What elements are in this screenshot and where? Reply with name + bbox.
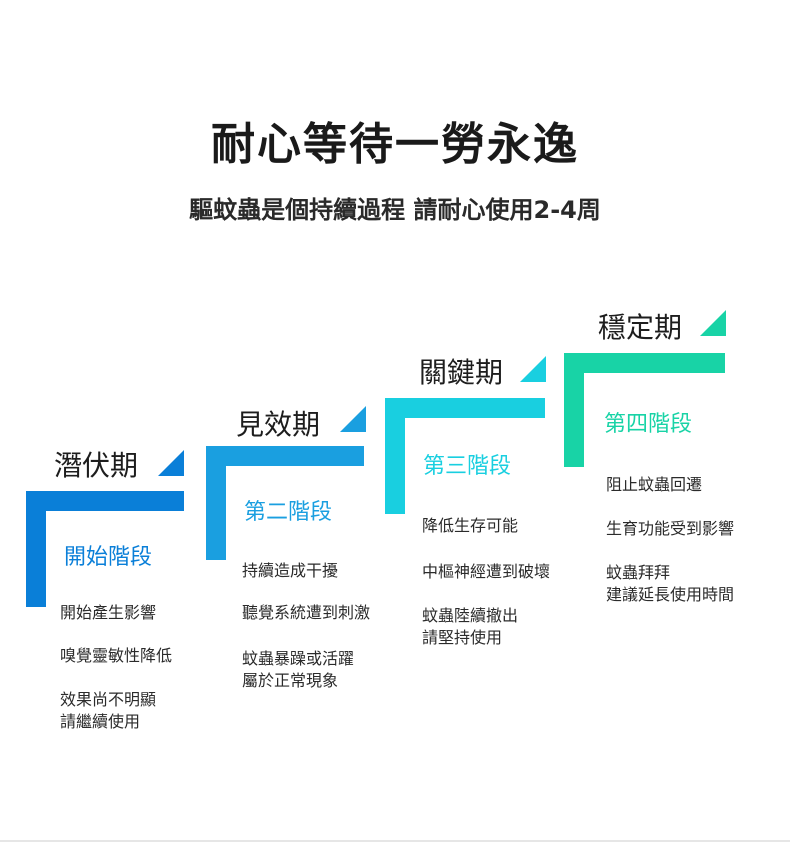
stage-item: 開始產生影響: [60, 603, 157, 622]
stage-bar-horizontal: [385, 398, 545, 418]
stage-item: 生育功能受到影響: [606, 519, 735, 538]
page-subtitle: 驅蚊蟲是個持續過程 請耐心使用2-4周: [189, 196, 601, 224]
stage-item: 效果尚不明顯: [60, 690, 157, 709]
stage-item: 聽覺系統遭到刺激: [242, 603, 371, 622]
stage-item: 嗅覺靈敏性降低: [60, 646, 173, 665]
stage-bar-horizontal: [564, 353, 725, 373]
stage-item: 持續造成干擾: [242, 561, 339, 580]
stage-item: 阻止蚊蟲回遷: [606, 475, 703, 494]
stage-period-label: 見效期: [236, 408, 321, 441]
page-title: 耐心等待一勞永逸: [211, 119, 579, 170]
triangle-icon: [520, 356, 546, 382]
stage-bar-vertical: [206, 446, 226, 560]
stage-item: 請堅持使用: [422, 628, 503, 647]
triangle-icon: [700, 310, 726, 336]
stage-item: 中樞神經遭到破壞: [422, 562, 551, 581]
stage-item: 蚊蟲陸續撤出: [422, 606, 519, 625]
stage-phase-label: 開始階段: [64, 545, 153, 570]
stage-bar-vertical: [385, 398, 405, 514]
stage-item: 降低生存可能: [422, 516, 519, 535]
stage-item: 蚊蟲拜拜: [606, 563, 671, 582]
stage-bar-horizontal: [26, 491, 184, 511]
stage-bar-horizontal: [206, 446, 364, 466]
stage-period-label: 關鍵期: [419, 356, 504, 389]
stage-period-label: 穩定期: [598, 311, 683, 344]
stage-item: 屬於正常現象: [242, 671, 339, 690]
stage-item: 蚊蟲暴躁或活躍: [242, 649, 355, 668]
triangle-icon: [158, 450, 184, 476]
stage-phase-label: 第四階段: [604, 412, 693, 437]
triangle-icon: [340, 406, 366, 432]
stage-bar-vertical: [26, 491, 46, 607]
stage-item: 請繼續使用: [60, 712, 141, 731]
stage-phase-label: 第二階段: [244, 500, 333, 525]
stage-item: 建議延長使用時間: [606, 585, 735, 604]
stage-bar-vertical: [564, 353, 584, 467]
stage-phase-label: 第三階段: [423, 454, 512, 479]
stage-period-label: 潛伏期: [54, 449, 139, 482]
divider: [0, 840, 790, 842]
